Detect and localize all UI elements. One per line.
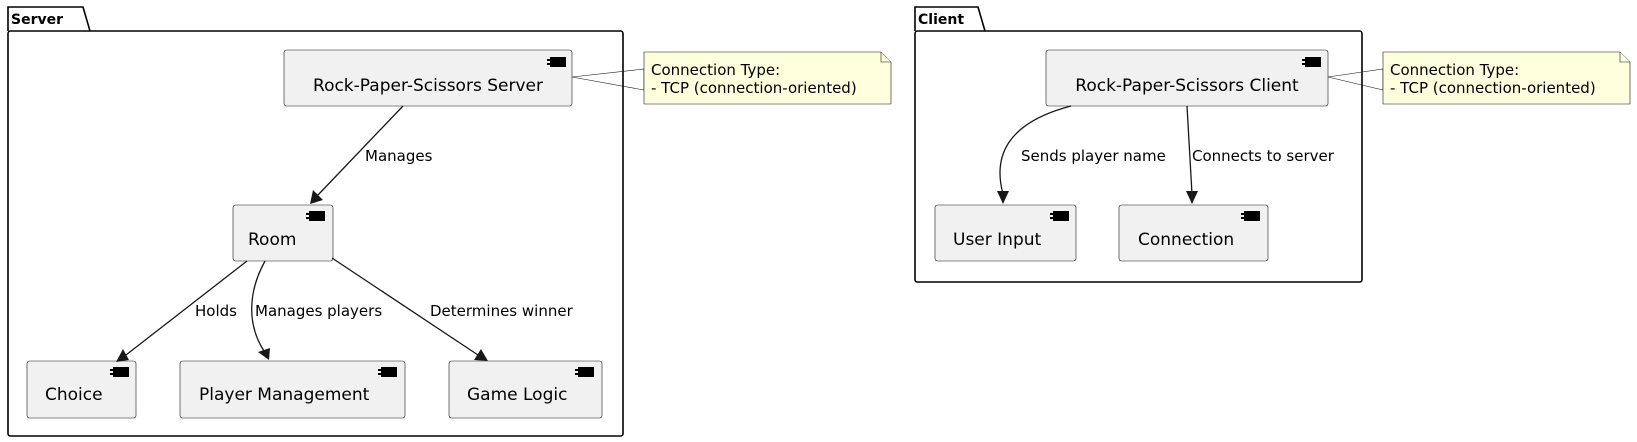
rps-client-label: Rock-Paper-Scissors Client [1075, 76, 1299, 96]
edge-room-determines-winner: Determines winner [331, 257, 574, 361]
server-package: Server [7, 6, 624, 437]
game-logic-component[interactable]: Game Logic [448, 360, 603, 419]
rps-client-component[interactable]: Rock-Paper-Scissors Client [1045, 49, 1329, 107]
edge-label-manages: Manages [365, 147, 433, 165]
choice-label: Choice [45, 385, 103, 405]
room-label: Room [248, 230, 296, 250]
game-logic-label: Game Logic [467, 385, 567, 405]
rps-server-label: Rock-Paper-Scissors Server [313, 76, 543, 96]
connection-component[interactable]: Connection [1118, 204, 1269, 262]
server-note-line2: - TCP (connection-oriented) [651, 79, 857, 97]
edge-client-connects-to-server: Connects to server [1186, 105, 1335, 204]
server-package-title: Server [11, 12, 63, 28]
player-management-label: Player Management [199, 385, 370, 405]
edge-client-sends-player-name: Sends player name [997, 105, 1166, 204]
user-input-label: User Input [953, 230, 1042, 250]
client-note-line1: Connection Type: [1390, 61, 1519, 79]
choice-component[interactable]: Choice [26, 360, 137, 419]
user-input-component[interactable]: User Input [934, 204, 1077, 262]
edge-room-holds-choice: Holds [116, 260, 248, 362]
edge-server-manages-room: Manages [310, 105, 433, 204]
edge-label-holds: Holds [195, 302, 237, 320]
player-management-component[interactable]: Player Management [179, 360, 406, 419]
edge-label-determines-winner: Determines winner [430, 302, 574, 320]
client-package-title: Client [918, 12, 964, 28]
client-note-line2: - TCP (connection-oriented) [1390, 79, 1596, 97]
edge-label-sends-player-name: Sends player name [1021, 147, 1166, 165]
server-note-line1: Connection Type: [651, 61, 780, 79]
edge-room-manages-players: Manages players [251, 260, 382, 360]
edge-label-connects-to-server: Connects to server [1192, 147, 1335, 165]
room-component[interactable]: Room [232, 204, 334, 262]
rps-server-component[interactable]: Rock-Paper-Scissors Server [283, 49, 573, 107]
server-note: Connection Type: - TCP (connection-orien… [571, 51, 892, 105]
client-package: Client [914, 6, 1363, 283]
client-note: Connection Type: - TCP (connection-orien… [1327, 51, 1631, 105]
edge-label-manages-players: Manages players [255, 302, 382, 320]
connection-label: Connection [1138, 230, 1234, 250]
